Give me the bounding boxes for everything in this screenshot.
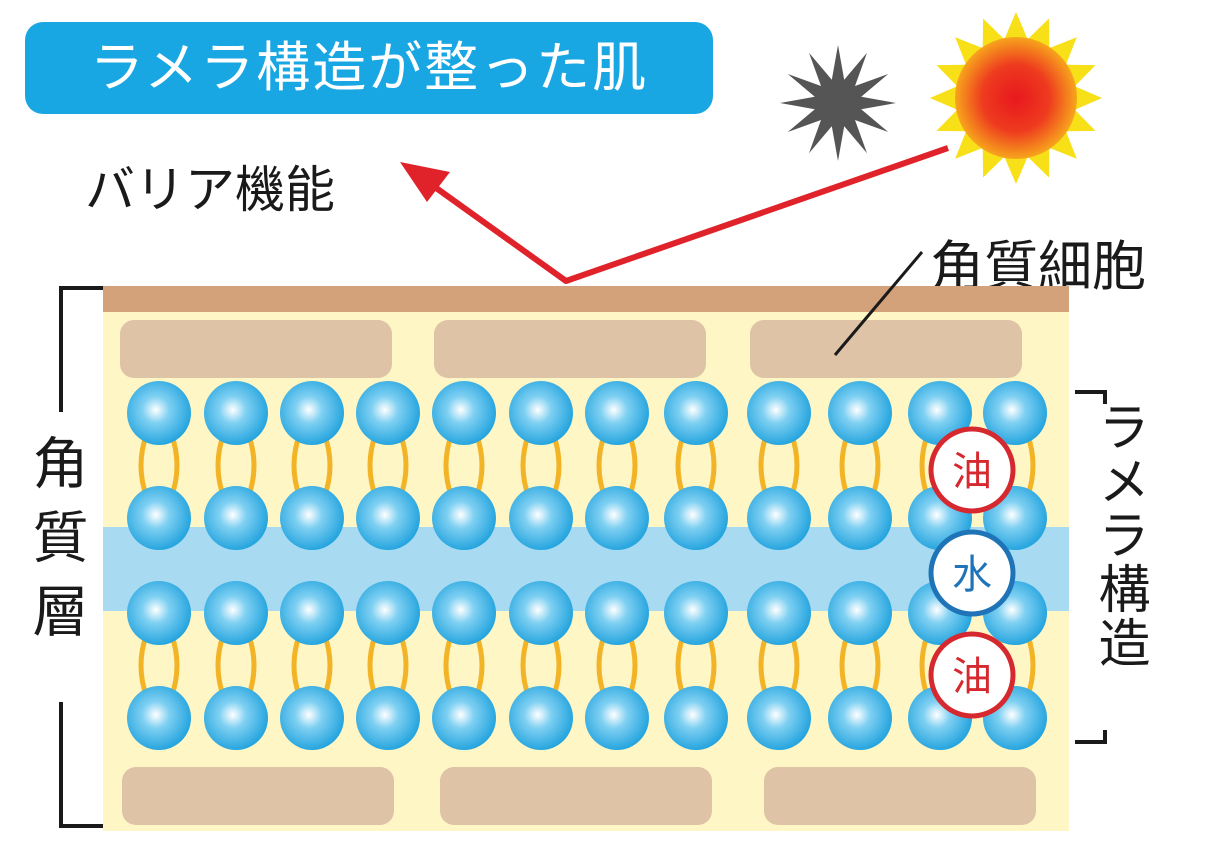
corneocyte-cell	[750, 320, 1022, 378]
barrier-function-label: バリア機能	[85, 161, 335, 219]
water-band	[103, 527, 1069, 611]
lamellar-bracket	[1075, 390, 1107, 744]
lipid-head	[280, 381, 344, 445]
lipid-head	[127, 686, 191, 750]
lipid-head	[828, 381, 892, 445]
lipid-head	[585, 686, 649, 750]
oil-marker-bottom: 油	[928, 631, 1016, 719]
lipid-head	[828, 486, 892, 550]
lipid-head	[432, 381, 496, 445]
lipid-head	[280, 686, 344, 750]
corneocytes	[120, 320, 1036, 825]
sun-icon	[930, 12, 1102, 184]
corneocyte-cell	[122, 767, 394, 825]
lipid-head	[509, 486, 573, 550]
lipid-head	[585, 486, 649, 550]
corneocyte-leader-line	[833, 251, 924, 356]
lipid-head	[204, 581, 268, 645]
lipid-head	[280, 581, 344, 645]
lipid-head	[509, 581, 573, 645]
lipid-head	[509, 381, 573, 445]
lamellar-structure-label: ラメラ構造	[1089, 400, 1149, 670]
water-marker-label: 水	[952, 552, 992, 598]
page-title: ラメラ構造が整った肌	[89, 36, 649, 99]
lipid-head	[356, 686, 420, 750]
lipid-head	[356, 381, 420, 445]
lipid-head	[432, 486, 496, 550]
lipid-head	[585, 381, 649, 445]
oil-marker-top: 油	[928, 426, 1016, 514]
lipid-head	[127, 486, 191, 550]
lipid-head	[204, 686, 268, 750]
lipid-head	[664, 381, 728, 445]
surface-band	[103, 286, 1069, 312]
lipid-head	[828, 581, 892, 645]
lipid-head	[127, 581, 191, 645]
lipid-head	[747, 581, 811, 645]
lipid-head	[664, 486, 728, 550]
corneocyte-cell	[764, 767, 1036, 825]
star-burst-icon	[780, 45, 896, 161]
lipid-head	[356, 486, 420, 550]
barrier-arrow	[400, 145, 949, 284]
corneocyte-cell	[440, 767, 712, 825]
lipid-head	[664, 581, 728, 645]
lipid-head	[585, 581, 649, 645]
lipid-head	[908, 381, 972, 445]
lipid-head	[747, 381, 811, 445]
lipid-head	[747, 686, 811, 750]
lipid-head	[664, 686, 728, 750]
lipid-head	[509, 686, 573, 750]
title-badge: ラメラ構造が整った肌	[25, 22, 713, 114]
stratum-bracket	[59, 286, 103, 828]
lipid-head	[204, 381, 268, 445]
stratum-corneum-label: 角質層	[23, 434, 88, 656]
lipid-head	[432, 581, 496, 645]
lipid-head	[127, 381, 191, 445]
lipid-head	[747, 486, 811, 550]
lipid-head	[432, 686, 496, 750]
water-marker: 水	[928, 529, 1016, 617]
lipid-head	[204, 486, 268, 550]
corneocyte-cell	[434, 320, 706, 378]
corneocyte-cell	[120, 320, 392, 378]
lipid-head	[356, 581, 420, 645]
lipid-head	[280, 486, 344, 550]
lipid-head	[983, 381, 1047, 445]
oil-marker-top-label: 油	[952, 449, 992, 495]
oil-marker-bottom-label: 油	[952, 654, 992, 700]
lipid-head	[828, 686, 892, 750]
lipid-heads	[127, 381, 1047, 750]
